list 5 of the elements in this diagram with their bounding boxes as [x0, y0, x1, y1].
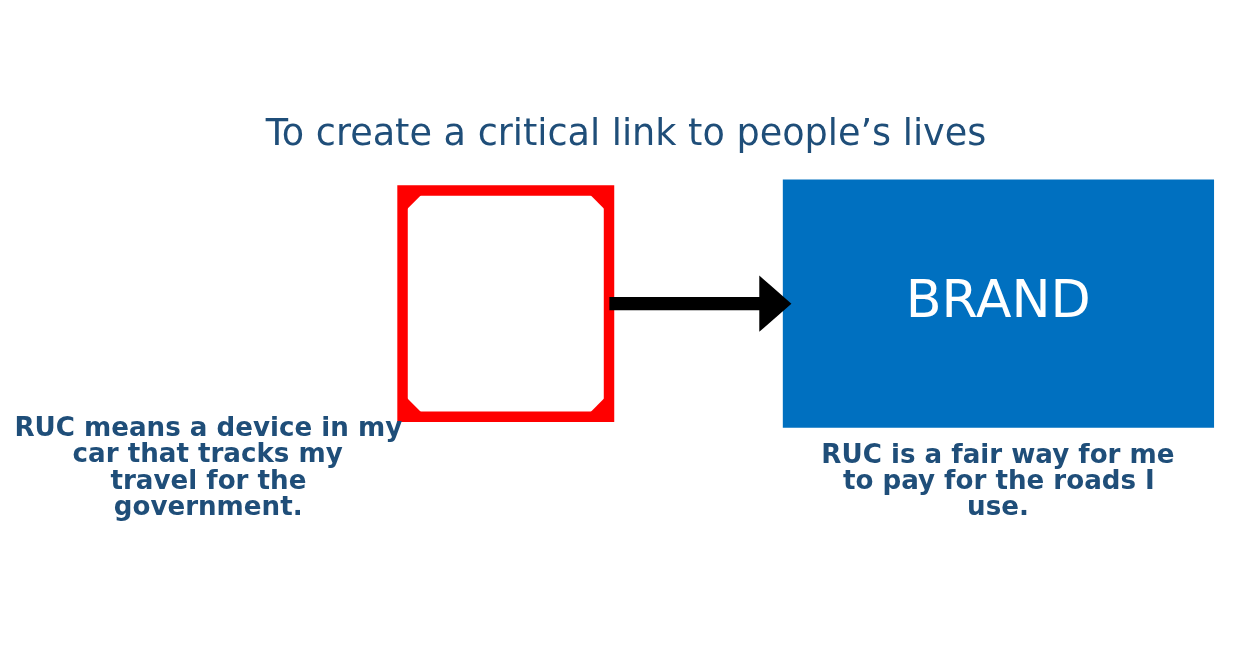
node-box: BRAND — [782, 179, 1215, 428]
node-label: RUC is a fair way for me to pay for the roads I use. — [821, 438, 1175, 521]
diagram-title: To create a critical link to people’s lives — [265, 110, 987, 154]
arrow — [609, 275, 792, 332]
node-label: RUC means a device in my car that tracks my travel for the government. — [14, 411, 403, 521]
